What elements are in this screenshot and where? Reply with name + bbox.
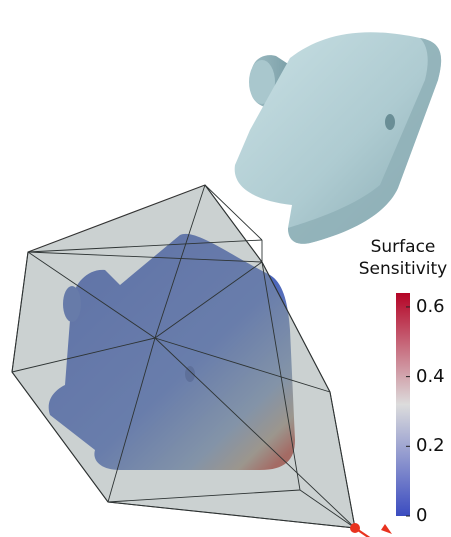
colorbar-tick-marks [406,306,410,517]
colorbar [396,293,410,517]
colorbar-gradient [396,293,410,516]
handle-dot[interactable] [350,523,360,533]
hull-edges [11,184,356,529]
colorbar-tick-label: 0.6 [416,295,445,317]
hull-group[interactable] [11,184,392,537]
inner-hole [185,366,195,382]
arrow-head-icon [381,524,392,534]
colorbar-title: Surface Sensitivity [343,236,451,280]
part-hole [385,114,395,130]
inner-boss [63,286,81,322]
part-boss-face [249,60,275,104]
colorbar-tick-label: 0.2 [416,435,445,457]
colorbar-title-line2: Sensitivity [358,259,448,279]
handle-arrow-shaft [354,527,371,537]
colorbar-title-line1: Surface [370,237,436,257]
inner-part [48,233,295,470]
part-model[interactable] [234,32,442,244]
part-rim [288,38,442,244]
colorbar-tick-label: 0.4 [416,365,445,387]
vertex-handle[interactable] [350,523,392,537]
colorbar-tick-label: 0 [416,505,428,526]
